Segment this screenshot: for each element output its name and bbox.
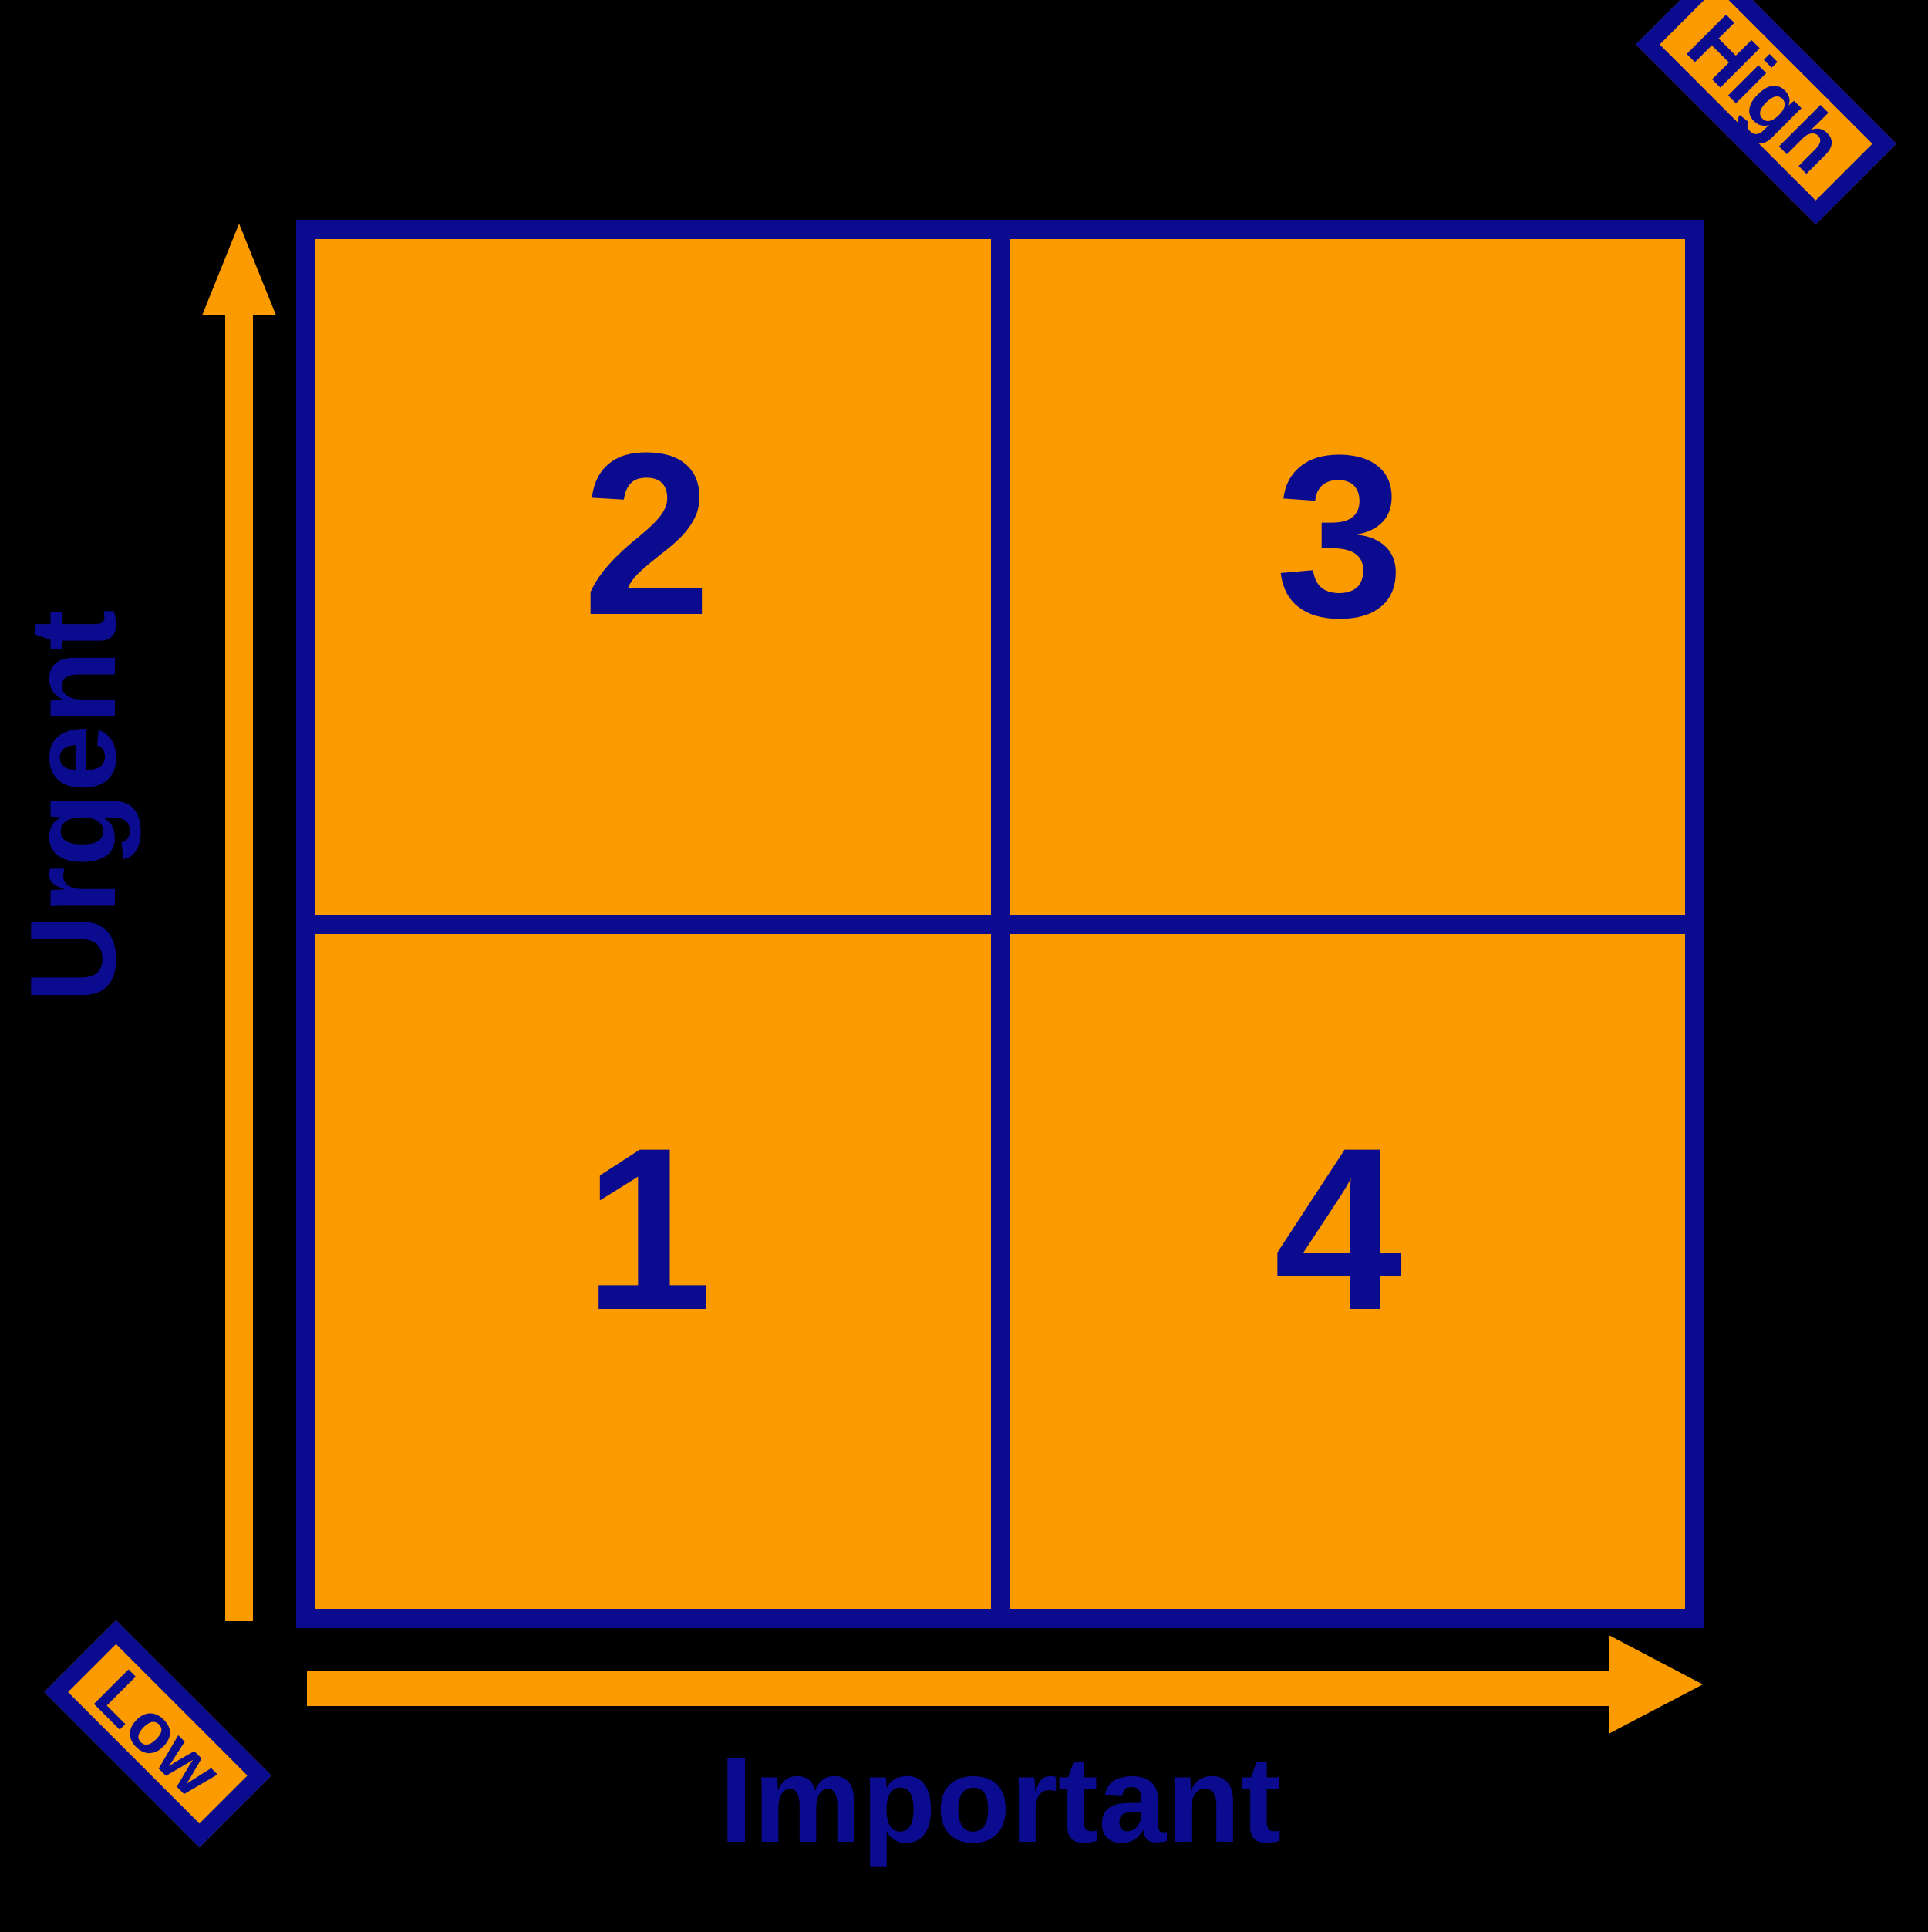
priority-matrix: 2 3 1 4 bbox=[296, 220, 1704, 1628]
quadrant-bottom-left[interactable]: 1 bbox=[315, 933, 991, 1609]
y-axis-arrow-icon bbox=[202, 224, 276, 1621]
quadrant-label: 1 bbox=[584, 1099, 713, 1359]
quadrant-top-left[interactable]: 2 bbox=[315, 239, 991, 915]
x-axis-arrow-icon bbox=[307, 1635, 1703, 1734]
quadrant-label: 4 bbox=[1273, 1099, 1403, 1359]
quadrant-label: 3 bbox=[1275, 406, 1404, 666]
badge-high: High bbox=[1636, 0, 1896, 224]
y-axis-title: Urgent bbox=[5, 609, 141, 1003]
x-axis-title: Important bbox=[719, 1732, 1282, 1868]
quadrant-top-right[interactable]: 3 bbox=[1010, 239, 1685, 915]
quadrant-bottom-right[interactable]: 4 bbox=[1010, 933, 1685, 1609]
badge-low: Low bbox=[44, 1620, 271, 1848]
quadrant-label: 2 bbox=[582, 403, 712, 663]
